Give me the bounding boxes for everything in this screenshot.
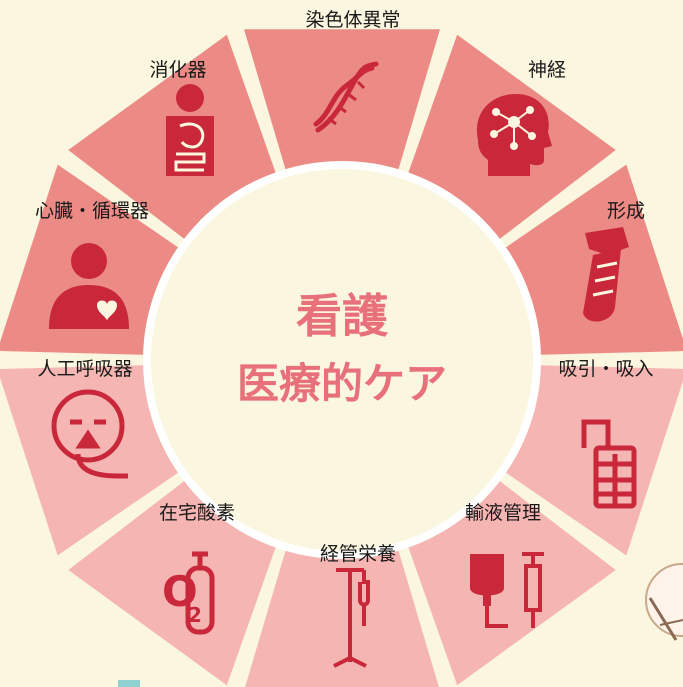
segment-oxygen: [68, 469, 282, 686]
svg-text:2: 2: [188, 603, 202, 627]
iv-syringe-icon: [470, 552, 544, 628]
mask-face-icon: [51, 389, 128, 479]
center-subtitle: 医療的ケア: [237, 359, 447, 408]
icons-layer: O 2: [49, 61, 637, 668]
label-cardio: 心臓・循環器: [35, 200, 149, 222]
label-nerve: 神経: [528, 59, 566, 81]
label-ventilator: 人工呼吸器: [37, 358, 132, 380]
center-title: 看護: [296, 289, 389, 343]
label-suction: 吸引・吸入: [558, 358, 653, 380]
segments-layer: [0, 29, 683, 687]
svg-text:O: O: [162, 567, 198, 616]
feeding-tube-stand-icon: [333, 568, 370, 668]
label-infusion: 輸液管理: [465, 502, 541, 524]
nurse-illustration: [645, 563, 683, 641]
center-circle: [143, 161, 541, 559]
decor-strip: [118, 680, 140, 687]
segment-tube: [245, 532, 439, 687]
stomach-body-icon: [166, 84, 214, 176]
arm-cast-icon: [583, 227, 629, 322]
heart-person-icon: [49, 243, 129, 329]
label-tube: 経管栄養: [320, 543, 396, 565]
segment-plastic: [490, 164, 683, 356]
segment-suction: [490, 364, 683, 556]
label-oxygen: 在宅酸素: [159, 502, 235, 524]
label-digestive: 消化器: [149, 59, 206, 81]
suction-bottle-icon: [581, 419, 637, 509]
label-plastic: 形成: [607, 200, 645, 222]
label-chromosome: 染色体異常: [305, 9, 400, 31]
segment-infusion: [402, 469, 616, 686]
oxygen-tank-icon: O 2: [162, 551, 215, 635]
dna-icon: [313, 61, 379, 133]
brain-icon: [476, 94, 552, 176]
